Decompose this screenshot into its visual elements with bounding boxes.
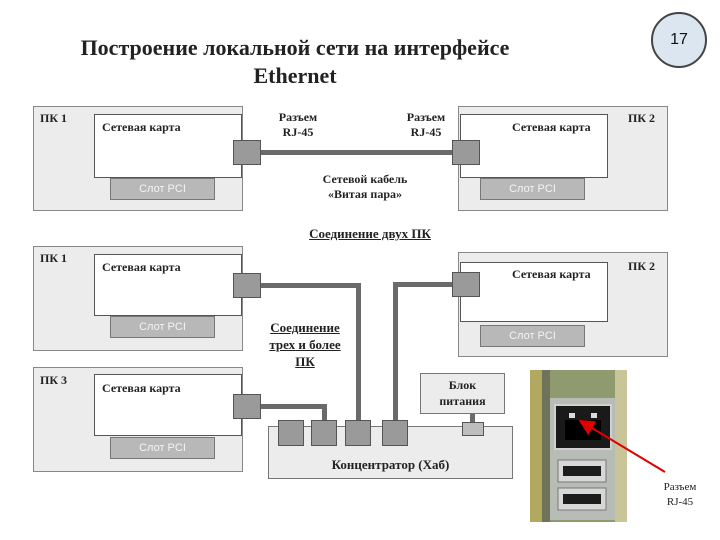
hub-pc3-network-card bbox=[94, 374, 242, 436]
connector-left-label-line2: RJ-45 bbox=[282, 125, 314, 139]
two-pc-caption: Соединение двух ПК bbox=[309, 226, 431, 241]
hub-caption-line2: трех и более bbox=[269, 337, 341, 352]
hub-pc3-network-card-label: Сетевая карта bbox=[102, 381, 181, 395]
hub-pc3-pci-slot: Слот PCI bbox=[110, 437, 215, 459]
pc2-rj45-port bbox=[452, 140, 480, 165]
cable-label-line1: Сетевой кабель bbox=[322, 172, 408, 186]
pc2-network-card-label: Сетевая карта bbox=[512, 120, 591, 134]
hub-pc2-network-card-label: Сетевая карта bbox=[512, 267, 591, 281]
rj45-pointer-arrow bbox=[578, 419, 666, 473]
pc2-network-card bbox=[460, 114, 608, 178]
slide-title: Построение локальной сети на интерфейсе … bbox=[80, 35, 510, 88]
page-number-badge: 17 bbox=[651, 12, 707, 68]
hub-caption-line3: ПК bbox=[295, 354, 315, 369]
hub-pc2-label: ПК 2 bbox=[628, 259, 656, 273]
twisted-pair-cable bbox=[261, 150, 452, 155]
cable-pc3-vertical bbox=[322, 404, 327, 423]
cable-pc3-horizontal bbox=[261, 404, 327, 409]
hub-pc2-rj45-port bbox=[452, 272, 480, 297]
hub-pc1-rj45-port bbox=[233, 273, 261, 298]
hub-power-port bbox=[462, 422, 484, 436]
pc1-network-card-label: Сетевая карта bbox=[102, 120, 181, 134]
photo-label-line1: Разъем bbox=[663, 481, 697, 493]
cable-psu bbox=[470, 414, 475, 426]
rj45-port-photo bbox=[530, 370, 627, 522]
rj45-photo-image bbox=[530, 370, 627, 522]
pc1-pci-slot: Слот PCI bbox=[110, 178, 215, 200]
hub-port-3 bbox=[345, 420, 371, 446]
hub-port-2 bbox=[311, 420, 337, 446]
pc2-label: ПК 2 bbox=[628, 111, 656, 125]
hub-pc1-network-card-label: Сетевая карта bbox=[102, 260, 181, 274]
hub-port-4 bbox=[382, 420, 408, 446]
hub-pc2-pci-slot: Слот PCI bbox=[480, 325, 585, 347]
hub-pc3-rj45-port bbox=[233, 394, 261, 419]
photo-label-line2: RJ-45 bbox=[666, 496, 694, 508]
hub-pc1-label: ПК 1 bbox=[40, 251, 68, 265]
cable-pc1-vertical bbox=[356, 283, 361, 423]
pc1-network-card bbox=[94, 114, 242, 178]
hub-pc1-pci-slot: Слот PCI bbox=[110, 316, 215, 338]
connector-left-label-line1: Разъем bbox=[278, 110, 318, 124]
cable-pc1-horizontal bbox=[261, 283, 361, 288]
connector-right-label-line2: RJ-45 bbox=[410, 125, 442, 139]
hub-pc2-network-card bbox=[460, 262, 608, 322]
hub-port-1 bbox=[278, 420, 304, 446]
pc2-pci-slot: Слот PCI bbox=[480, 178, 585, 200]
pc1-label: ПК 1 bbox=[40, 111, 68, 125]
cable-pc2-vertical bbox=[393, 282, 398, 423]
cable-label-line2: «Витая пара» bbox=[327, 187, 403, 201]
connector-right-label-line1: Разъем bbox=[406, 110, 446, 124]
hub-pc3-label: ПК 3 bbox=[40, 373, 68, 387]
pc1-rj45-port bbox=[233, 140, 261, 165]
cable-pc2-horizontal bbox=[393, 282, 452, 287]
power-supply-box bbox=[420, 373, 505, 414]
hub-pc1-network-card bbox=[94, 254, 242, 316]
hub-label: Концентратор (Хаб) bbox=[331, 457, 450, 472]
power-supply-label-line1: Блок bbox=[448, 378, 477, 392]
hub-caption-line1: Соединение bbox=[270, 320, 340, 335]
power-supply-label-line2: питания bbox=[439, 394, 486, 408]
